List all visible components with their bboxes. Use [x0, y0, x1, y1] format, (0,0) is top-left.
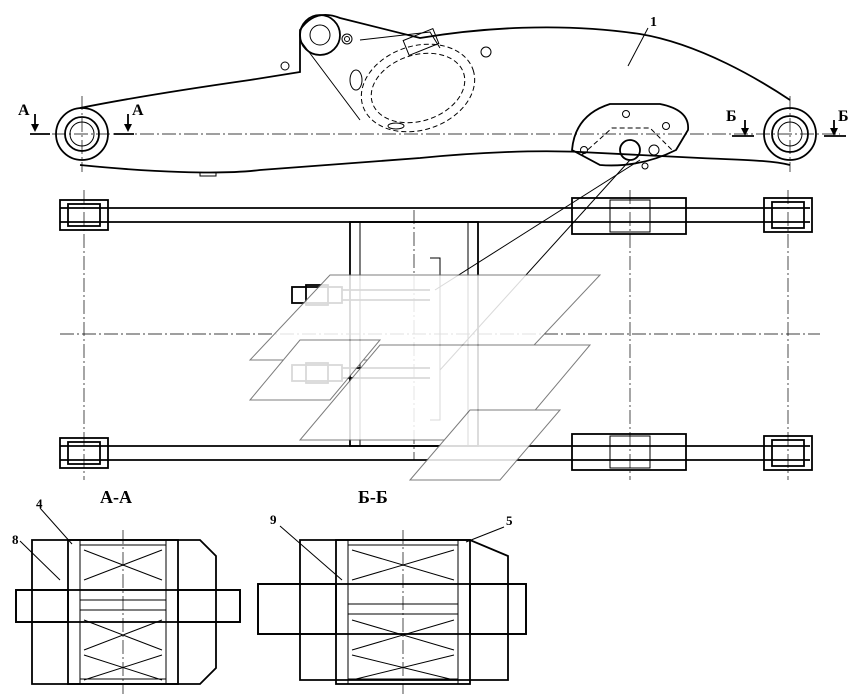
section-markers: А А Б Б — [18, 102, 849, 137]
section-bb-title: Б-Б — [358, 487, 388, 507]
watermark-logo — [248, 274, 602, 481]
arm-side-view — [30, 14, 840, 177]
callout-9: 9 — [270, 512, 277, 527]
callout-1: 1 — [650, 15, 657, 30]
callout-5: 5 — [506, 513, 513, 528]
section-b-left: Б — [726, 108, 737, 125]
section-aa — [15, 507, 241, 694]
section-b-right: Б — [838, 108, 849, 125]
section-aa-title: А-А — [100, 487, 132, 507]
section-a-right: А — [132, 102, 144, 119]
section-a-left: А — [18, 102, 30, 119]
callout-8: 8 — [12, 532, 19, 547]
section-bb — [257, 525, 527, 694]
callout-4: 4 — [36, 496, 43, 511]
